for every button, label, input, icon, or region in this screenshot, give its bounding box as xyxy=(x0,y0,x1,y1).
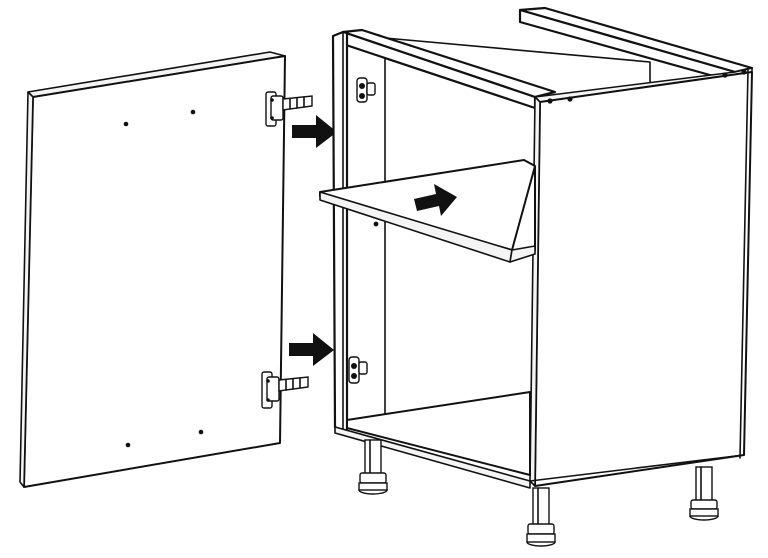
hinge-top xyxy=(265,91,313,127)
door-hole xyxy=(125,442,131,448)
mounting-plate-bottom xyxy=(348,356,368,384)
right-side-panel xyxy=(529,67,753,487)
shelf-pin-hole xyxy=(373,221,379,227)
mounting-plate-top xyxy=(356,77,376,103)
door-panel xyxy=(19,51,286,488)
door-hole xyxy=(123,121,129,127)
arrow-hinge-bottom xyxy=(289,333,334,366)
door-hole xyxy=(190,109,196,115)
bottom-panel xyxy=(334,391,745,489)
leg-back-right xyxy=(689,466,719,521)
door-hole xyxy=(198,429,204,435)
hinge-bottom xyxy=(261,371,309,409)
leg-front-right xyxy=(526,487,556,547)
leg-front-left xyxy=(358,439,388,495)
arrow-hinge-top xyxy=(292,115,337,148)
left-side-panel xyxy=(331,30,349,435)
cabinet-carcass xyxy=(331,6,754,489)
arrow-shelf-insert xyxy=(414,184,457,216)
